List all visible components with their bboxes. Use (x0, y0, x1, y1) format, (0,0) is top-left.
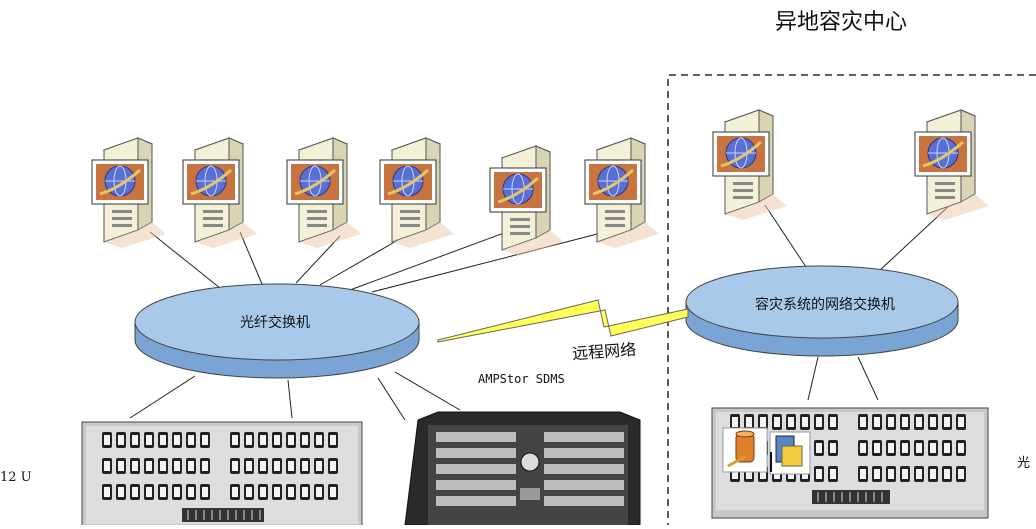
server-icon (913, 108, 991, 222)
server-icon (285, 136, 363, 250)
dr-center-title: 异地容灾中心 (775, 10, 908, 35)
rack-server-icon (404, 411, 641, 526)
server-icon (181, 136, 259, 250)
server-icon (378, 136, 456, 250)
server-icon (90, 136, 168, 250)
disk-icon (769, 431, 811, 475)
lightning-icon (437, 299, 689, 343)
right-edge-label: 光 (1017, 456, 1031, 471)
connection-lines (129, 204, 951, 421)
fiber-switch (134, 283, 420, 379)
rack-unit-label: 12 U (0, 470, 32, 485)
database-icon (722, 427, 768, 473)
appliance-label: AMPStor SDMS (478, 372, 565, 386)
server-icon (488, 144, 566, 258)
dr-network-switch (685, 265, 959, 357)
server-icon (711, 108, 789, 222)
dr-switch-label: 容灾系统的网络交换机 (755, 297, 895, 313)
fiber-switch-label: 光纤交换机 (240, 315, 310, 331)
storage-array-icon (81, 421, 363, 529)
dr-boundary (667, 74, 1036, 525)
server-icon (583, 136, 661, 250)
remote-network-label: 远程网络 (571, 339, 637, 364)
